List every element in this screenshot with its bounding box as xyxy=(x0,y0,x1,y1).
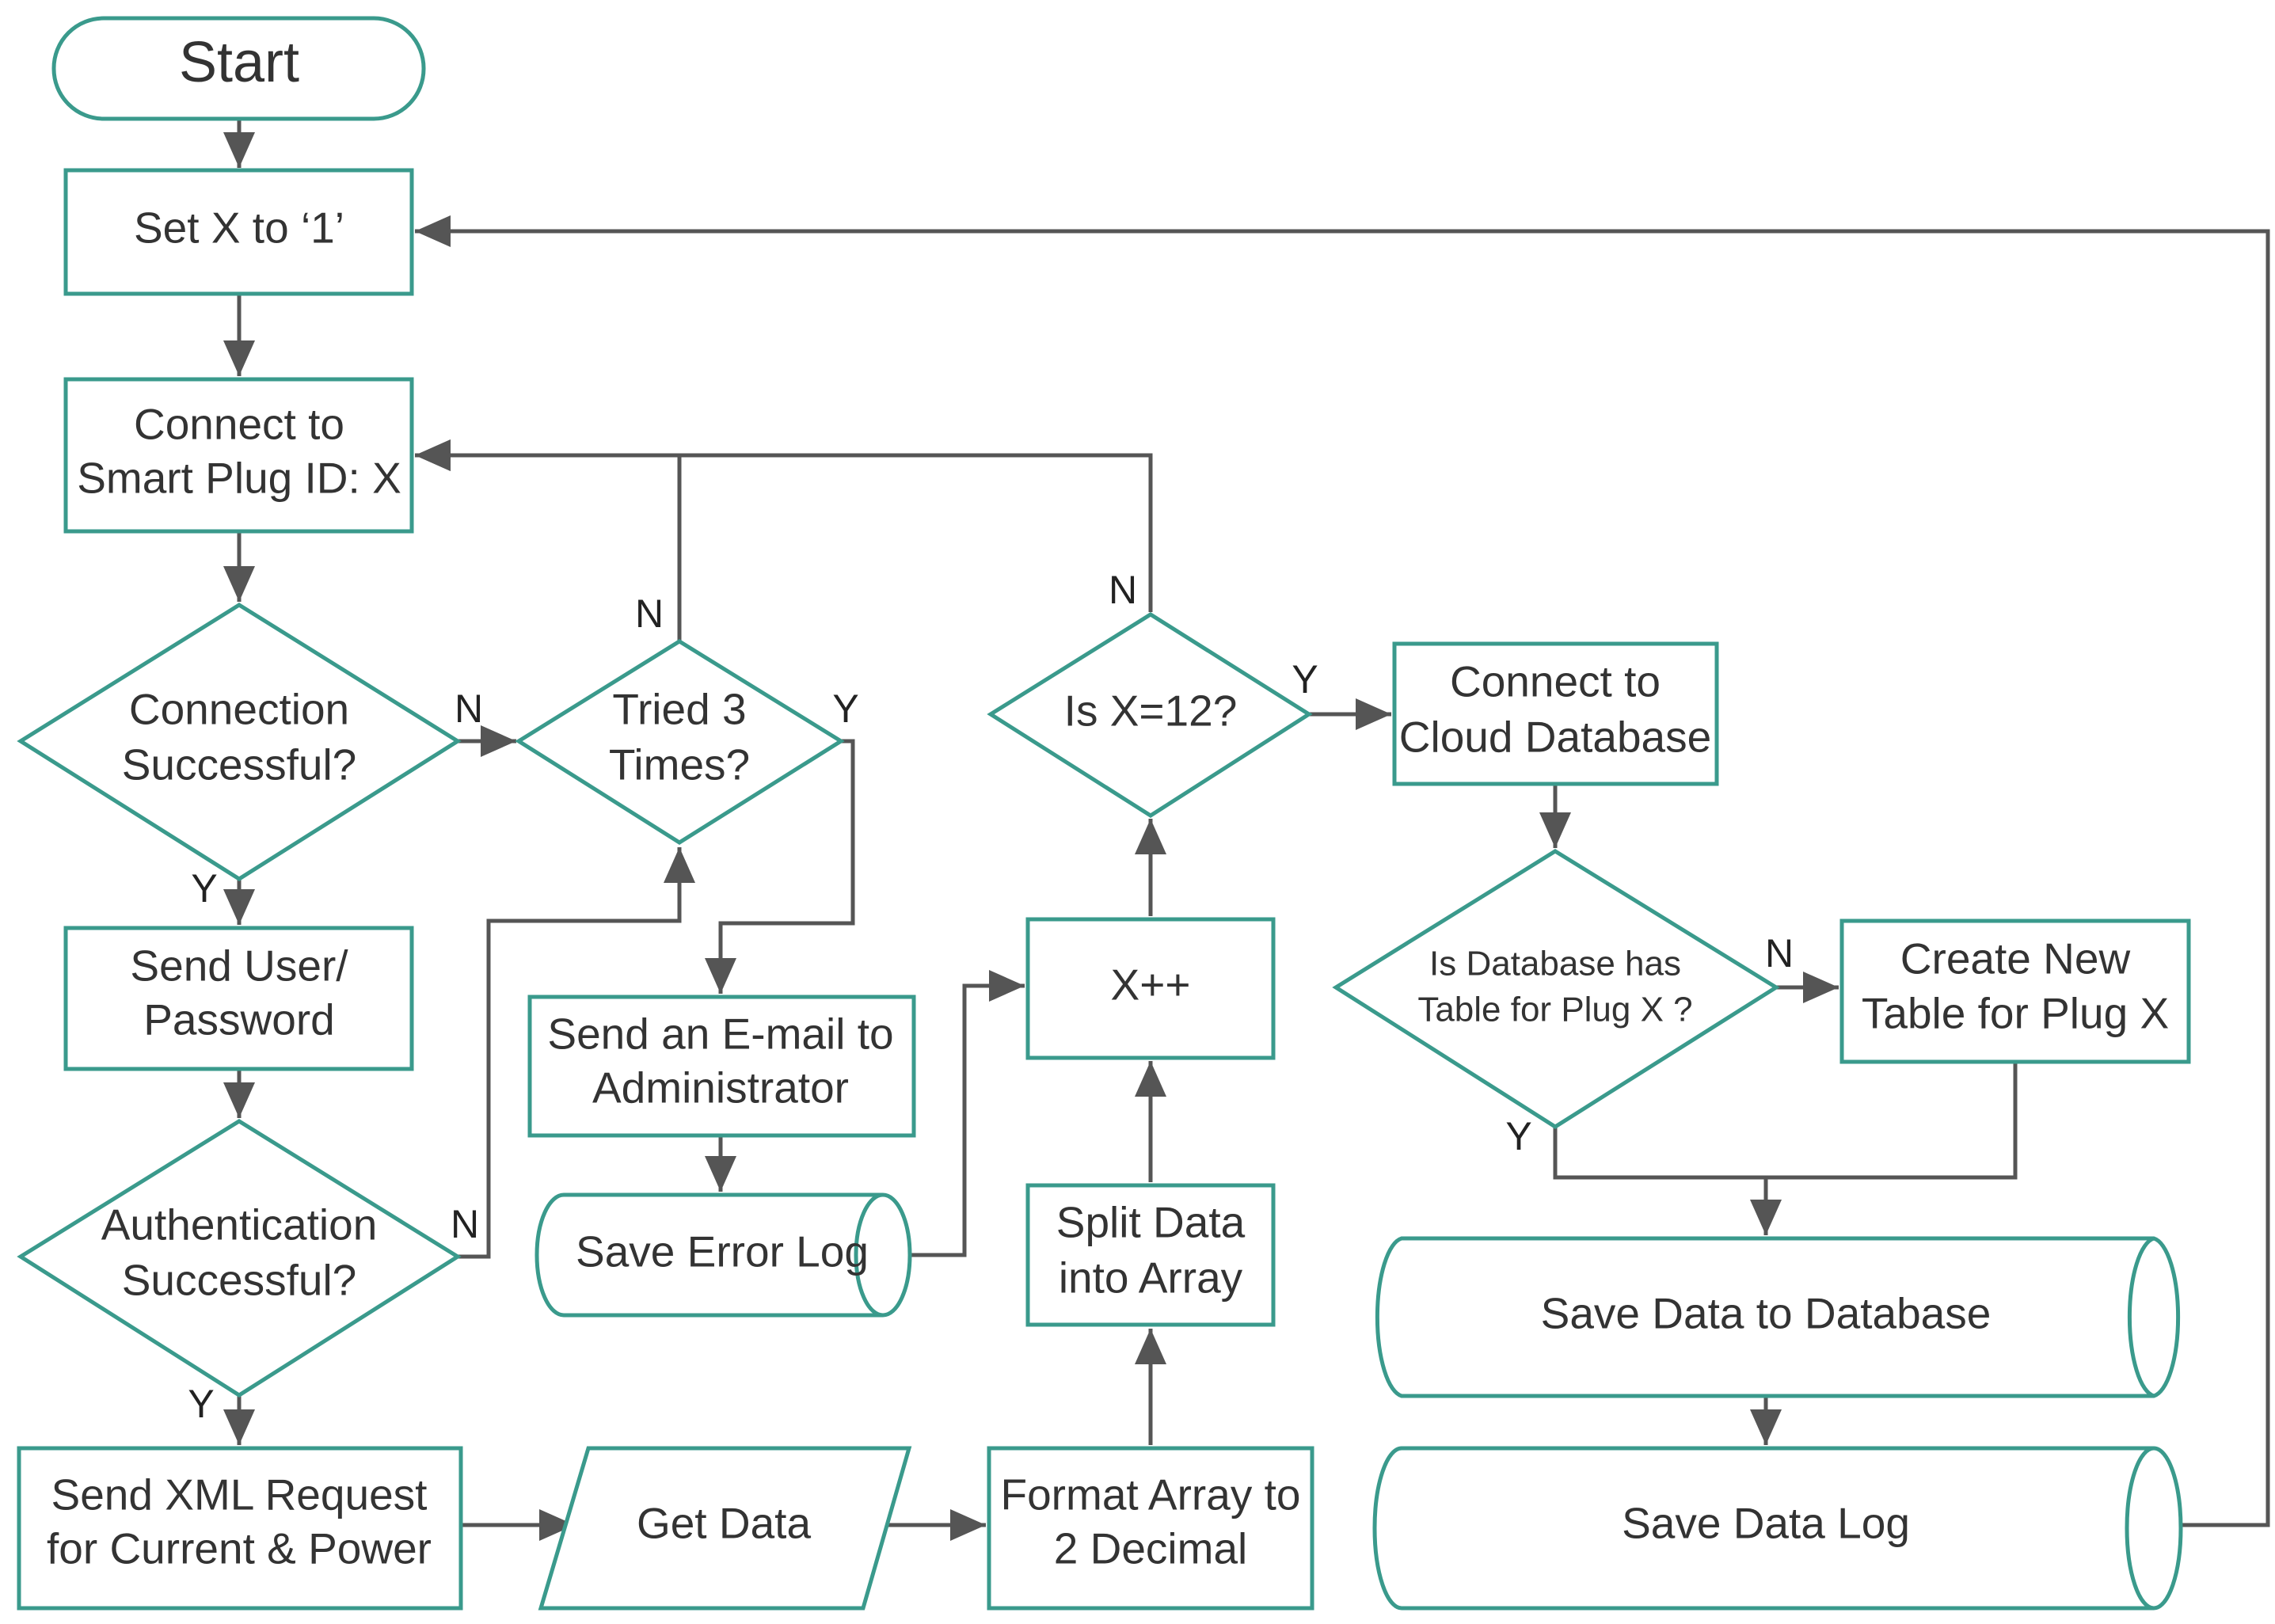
edge-errorlog-to-xinc xyxy=(895,970,1025,1257)
edge-auth-no-to-tried3 xyxy=(458,847,695,1259)
svg-text:Table for Plug X: Table for Plug X xyxy=(1862,989,2169,1038)
svg-text:2 Decimal: 2 Decimal xyxy=(1054,1524,1248,1573)
label-x12-yes: Y xyxy=(1292,657,1318,702)
edge-dbtable-yes-to-savedb xyxy=(1553,1127,1782,1235)
node-send-xml: Send XML Request for Current & Power xyxy=(17,1446,463,1611)
svg-text:Split Data: Split Data xyxy=(1056,1198,1246,1247)
node-save-db: Save Data to Database xyxy=(1375,1236,2181,1398)
svg-text:Get Data: Get Data xyxy=(637,1499,812,1548)
svg-text:X++: X++ xyxy=(1111,960,1191,1010)
svg-text:Is X=12?: Is X=12? xyxy=(1064,686,1238,736)
node-conn-success: Connection Successful? xyxy=(17,603,462,881)
node-connect-cloud: Connect to Cloud Database xyxy=(1392,641,1719,786)
edge-savelog-loop-to-setx xyxy=(415,215,2270,1527)
label-auth-yes: Y xyxy=(188,1382,214,1426)
label-conn-yes: Y xyxy=(191,866,217,911)
node-x-inc: X++ xyxy=(1025,917,1276,1060)
label-x12-no: N xyxy=(1109,568,1137,612)
svg-text:Is Database has: Is Database has xyxy=(1429,945,1681,983)
node-connect-plug: Connect to Smart Plug ID: X xyxy=(63,377,414,534)
node-db-has-table: Is Database has Table for Plug X ? xyxy=(1332,849,1780,1129)
label-auth-no: N xyxy=(451,1202,479,1246)
svg-text:Successful?: Successful? xyxy=(122,740,357,789)
svg-text:Set X to ‘1’: Set X to ‘1’ xyxy=(134,203,344,253)
svg-text:Tried 3: Tried 3 xyxy=(612,685,746,734)
svg-text:Send an E-mail to: Send an E-mail to xyxy=(547,1010,893,1059)
svg-text:Send User/: Send User/ xyxy=(130,941,348,991)
svg-text:Save Data to Database: Save Data to Database xyxy=(1541,1289,1992,1338)
svg-text:for Current & Power: for Current & Power xyxy=(47,1524,432,1573)
svg-text:Start: Start xyxy=(179,31,299,94)
svg-text:Connect to: Connect to xyxy=(134,400,344,449)
node-is-x12: Is X=12? xyxy=(987,612,1313,818)
label-tried-yes: Y xyxy=(832,686,858,731)
svg-text:Format Array to: Format Array to xyxy=(1001,1470,1301,1519)
label-conn-no: N xyxy=(455,686,483,731)
node-set-x: Set X to ‘1’ xyxy=(63,168,414,296)
node-get-data: Get Data xyxy=(538,1446,912,1611)
edge-tried3-yes-to-email xyxy=(705,739,855,994)
svg-text:Smart Plug ID: X: Smart Plug ID: X xyxy=(77,454,401,503)
label-table-yes: Y xyxy=(1505,1114,1531,1158)
node-save-error: Save Error Log xyxy=(535,1192,912,1318)
svg-text:Table for Plug X ?: Table for Plug X ? xyxy=(1417,991,1692,1029)
node-format-array: Format Array to 2 Decimal xyxy=(987,1446,1314,1611)
svg-text:Password: Password xyxy=(143,995,334,1044)
node-tried3: Tried 3 Times? xyxy=(515,639,845,845)
svg-text:Times?: Times? xyxy=(609,740,750,789)
svg-text:Create New: Create New xyxy=(1900,934,2131,983)
edge-create-to-savedb xyxy=(1766,1062,2018,1180)
svg-text:Connection: Connection xyxy=(129,685,349,734)
svg-text:Connect to: Connect to xyxy=(1450,657,1661,706)
svg-text:Cloud Database: Cloud Database xyxy=(1399,713,1711,762)
node-create-table: Create New Table for Plug X xyxy=(1839,918,2191,1064)
svg-text:Successful?: Successful? xyxy=(122,1256,357,1305)
label-tried-no: N xyxy=(635,591,664,636)
node-send-user: Send User/ Password xyxy=(63,926,414,1071)
node-start: Start xyxy=(51,16,426,121)
edge-isx12-no-loop xyxy=(415,439,1153,612)
svg-text:Administrator: Administrator xyxy=(592,1063,849,1112)
label-table-no: N xyxy=(1765,931,1794,976)
svg-text:into Array: into Array xyxy=(1059,1253,1243,1303)
node-auth-success: Authentication Successful? xyxy=(17,1119,462,1398)
svg-text:Send XML Request: Send XML Request xyxy=(51,1470,428,1519)
node-save-log: Save Data Log xyxy=(1372,1446,2183,1611)
connectors xyxy=(223,119,2270,1541)
svg-text:Save Error Log: Save Error Log xyxy=(576,1227,869,1276)
node-send-email: Send an E-mail to Administrator xyxy=(527,995,916,1138)
svg-text:Save Data Log: Save Data Log xyxy=(1622,1499,1910,1548)
node-split-data: Split Data into Array xyxy=(1025,1183,1276,1327)
svg-text:Authentication: Authentication xyxy=(101,1200,378,1249)
